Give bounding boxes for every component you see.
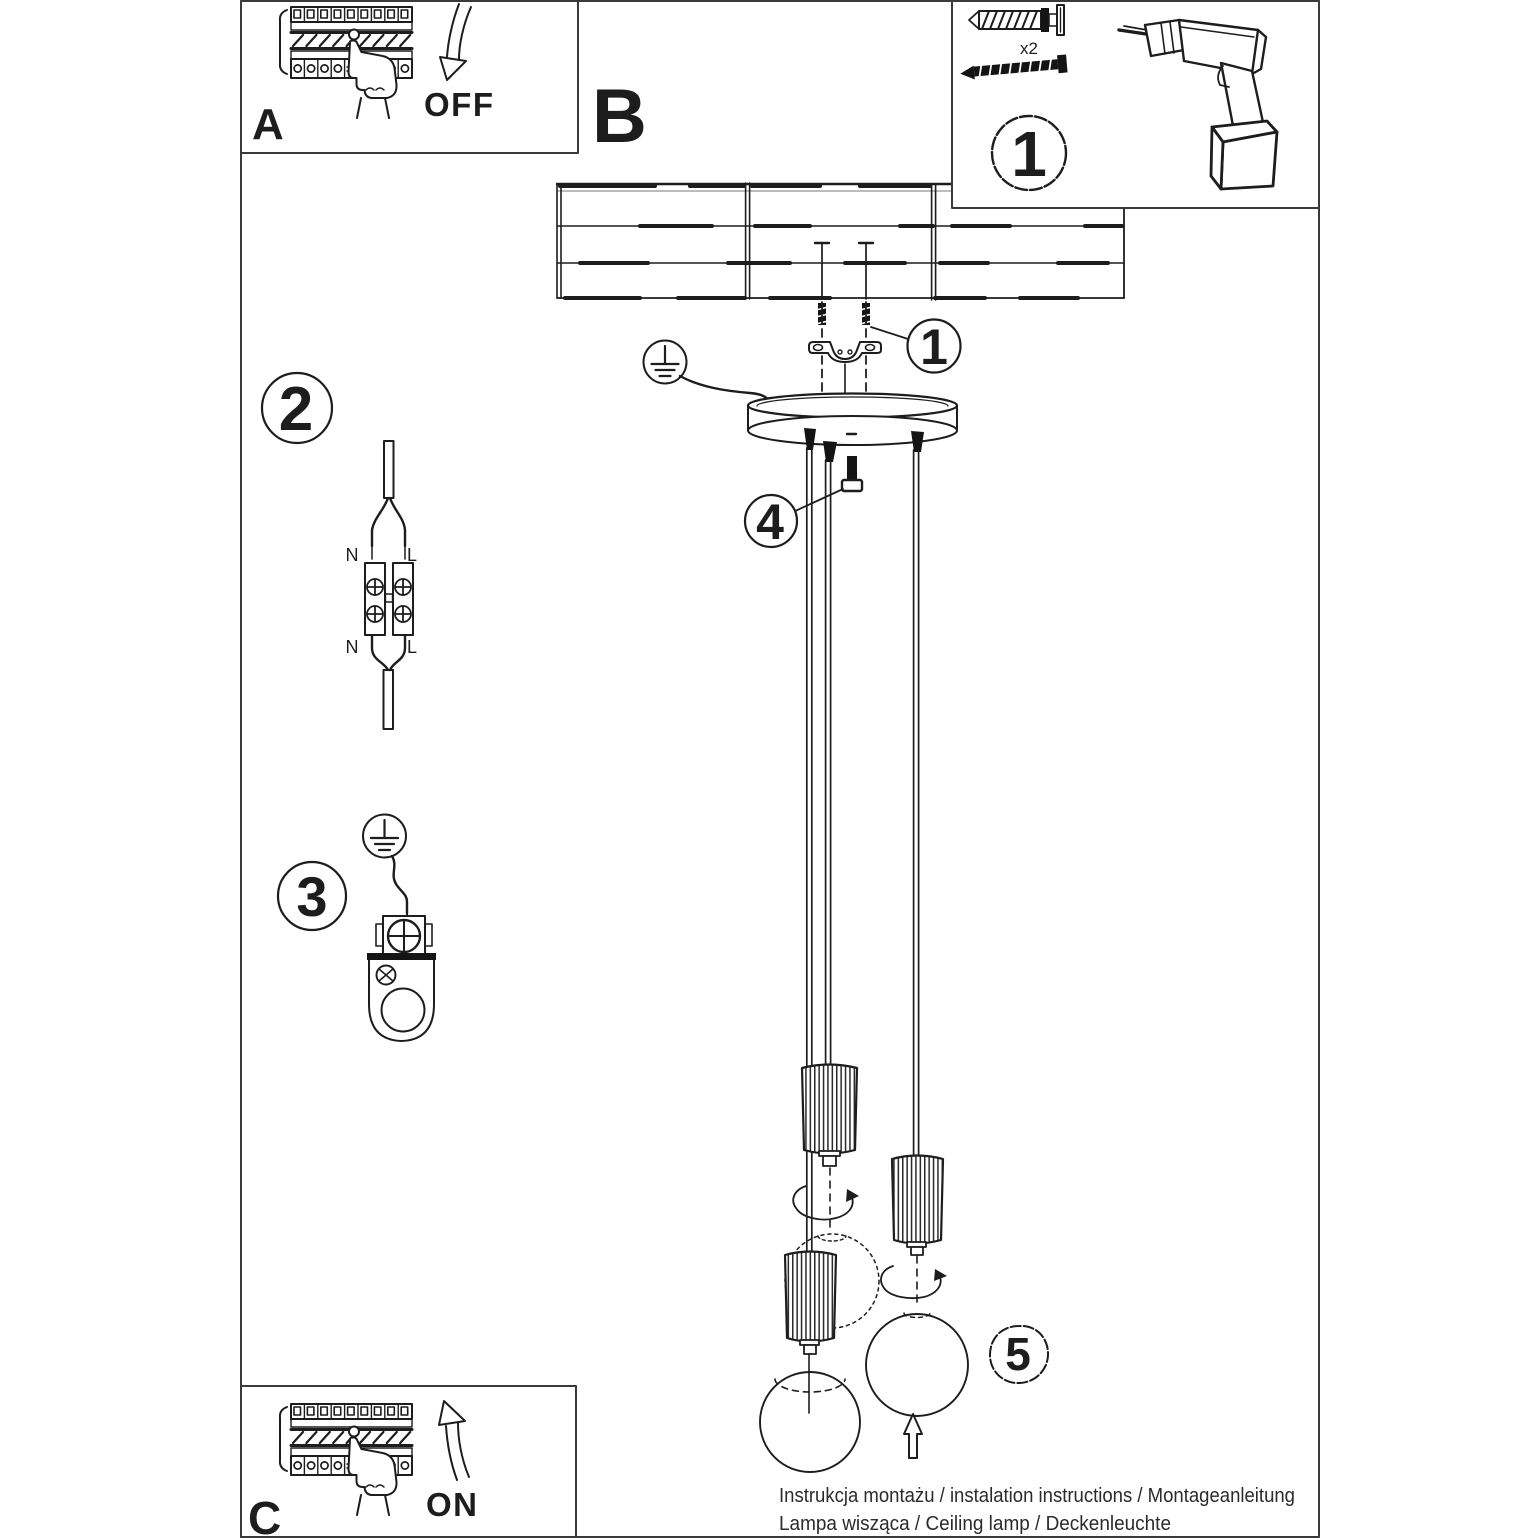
callout-globe-number: 5 [1005,1328,1031,1380]
wire-connector-diagram [260,371,414,730]
insert-arrow-icon [903,1413,923,1459]
drill-icon [1117,18,1279,191]
label-l-top: L [407,545,417,565]
footer-caption: Instrukcja montażu / instalation instruc… [779,1485,1295,1535]
quantity-label: x2 [1020,39,1038,58]
mains-cable-top [383,440,395,499]
lamp-holder-c [890,1154,945,1256]
grub-screw-icon [840,456,864,493]
earth-symbol-icon-2 [361,813,408,859]
off-arrow-icon [439,3,472,81]
callout-screw-number: 4 [756,494,784,550]
glass-globe-c [865,1312,969,1417]
terminal-block-right [392,562,414,636]
panel-c-label: C [248,1492,281,1540]
panel-c-box: C ON [240,1385,577,1540]
terminal-block-left [364,562,386,636]
on-label: ON [426,1486,479,1523]
lamp-holder-b [783,1250,838,1355]
terminal-screws [366,578,412,623]
pendant-cord-3 [912,449,920,1158]
callout-screw-badge: 4 [743,488,844,550]
wall-plug-icon [968,4,1065,36]
cord-grommets [804,428,924,462]
pendant-cord-2 [824,459,832,1067]
label-n-top: N [346,545,359,565]
callout-globe-badge: 5 [989,1324,1050,1385]
tools-step-badge: 1 [990,114,1068,192]
callout-anchors-badge: 1 [870,318,962,375]
lamp-body-drawing [368,957,435,1042]
earth-lead-wire [390,854,409,916]
panel-a-box: A OFF [240,0,579,154]
callout-connector-number: 2 [279,375,313,444]
mounting-bracket-icon [808,341,882,363]
callout-earth-circle [276,860,348,932]
mounting-screws [813,241,875,399]
lamp-holder-a [800,1063,859,1167]
label-l-bottom: L [407,637,417,657]
tools-box: x2 1 [951,0,1320,209]
footer-line-1: Instrukcja montażu / instalation instruc… [779,1485,1295,1507]
rotation-arrow-a [792,1167,859,1233]
glass-globe-b [759,1353,861,1473]
mains-cable-bottom [382,669,394,730]
earth-connector-diagram [276,813,436,1042]
rotation-arrow-c [880,1255,947,1303]
footer-line-2: Lampa wisząca / Ceiling lamp / Deckenleu… [779,1513,1171,1535]
canopy-drawing [746,392,959,446]
callout-earth-number: 3 [296,865,327,928]
panel-a-label: A [252,100,284,149]
callout-connector-circle [260,371,334,445]
off-label: OFF [424,86,494,123]
tools-step-number: 1 [1011,118,1047,190]
callout-anchors-number: 1 [920,319,948,375]
page-frame [240,0,1320,1538]
label-n-bottom: N [346,637,359,657]
on-arrow-icon [438,1400,470,1481]
screw-icon [960,54,1068,82]
section-b-label: B [592,74,647,159]
